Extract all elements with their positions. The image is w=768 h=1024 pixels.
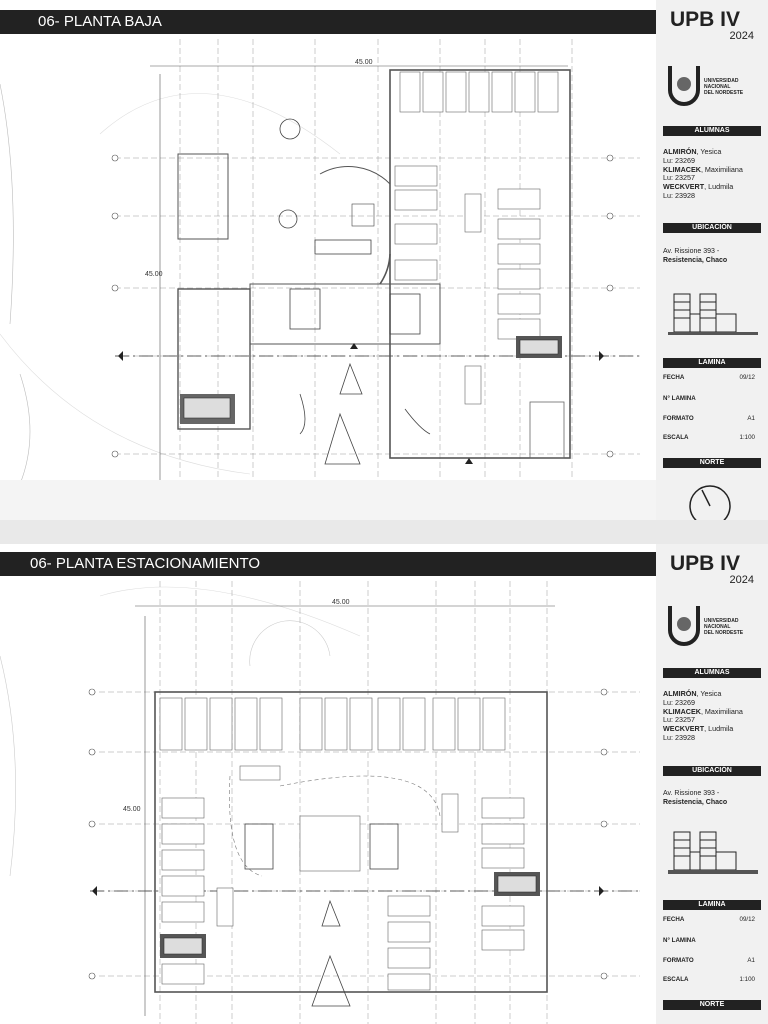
- sheet-title: 06- PLANTA BAJA: [0, 10, 656, 34]
- project-title: UPB IV: [670, 8, 741, 31]
- logo-text-line1: UNIVERSIDAD: [704, 618, 739, 624]
- address-line-2: Resistencia, Chaco: [663, 798, 728, 806]
- lamina-row: N° LAMINA: [663, 937, 696, 944]
- logo-text-line2: NACIONAL: [704, 624, 730, 630]
- students-list: ALMIRÓN, Yesica Lu: 23269 KLIMACEK, Maxi…: [663, 689, 743, 743]
- student-2-lu: Lu: 23257: [663, 715, 695, 725]
- sheet-planta-baja: 06- PLANTA BAJA 45.00 45: [0, 0, 768, 520]
- address: Av. Rissione 393 - Resistencia, Chaco: [663, 248, 727, 265]
- sheet-planta-estacionamiento: 06- PLANTA ESTACIONAMIENTO 45.00 45.00: [0, 544, 768, 1024]
- student-1: ALMIRÓN, Yesica: [663, 689, 722, 698]
- sheet-title: 06- PLANTA ESTACIONAMIENTO: [0, 552, 656, 576]
- floor-plan-drawing: 45.00 45.00: [0, 39, 656, 520]
- university-logo: UNIVERSIDAD NACIONAL DEL NORDESTE: [668, 606, 744, 646]
- section-header-sheet: LAMINA: [663, 900, 761, 910]
- dimension-top: 45.00: [332, 599, 350, 606]
- logo-text-line1: UNIVERSIDAD: [704, 78, 739, 84]
- section-header-sheet: LAMINA: [663, 358, 761, 368]
- building-sketch-icon: [668, 293, 758, 335]
- title-block-panel: UPB IV 2024 UNIVERSIDAD NACIONAL DEL NOR…: [656, 544, 768, 1024]
- student-3-lu: Lu: 23928: [663, 732, 695, 742]
- dimension-left: 45.00: [123, 806, 141, 813]
- logo-text-line2: NACIONAL: [704, 84, 730, 90]
- student-3-lu: Lu: 23928: [663, 190, 695, 200]
- university-logo: UNIVERSIDAD NACIONAL DEL NORDESTE: [668, 66, 744, 106]
- address-line-2: Resistencia, Chaco: [663, 256, 728, 264]
- section-header-students: ALUMNAS: [663, 126, 761, 136]
- student-1-lu: Lu: 23269: [663, 155, 695, 165]
- student-2: KLIMACEK, Maximiliana: [663, 706, 743, 716]
- section-header-students: ALUMNAS: [663, 668, 761, 678]
- title-block-panel: UPB IV 2024 UNIVERSIDAD NACIONAL DEL NOR…: [656, 0, 768, 520]
- student-2-lu: Lu: 23257: [663, 173, 695, 183]
- student-1-lu: Lu: 23269: [663, 697, 695, 707]
- project-year: 2024: [729, 574, 754, 586]
- logo-text-line3: DEL NORDESTE: [704, 90, 744, 96]
- building-sketch-icon: [668, 831, 758, 874]
- student-3: WECKVERT, Ludmila: [663, 724, 734, 734]
- dimension-left: 45.00: [145, 271, 163, 278]
- address-line-1: Av. Rissione 393 -: [663, 248, 720, 255]
- address-line-1: Av. Rissione 393 -: [663, 790, 720, 797]
- student-3: WECKVERT, Ludmila: [663, 182, 734, 192]
- dimension-top: 45.00: [355, 59, 373, 66]
- address: Av. Rissione 393 - Resistencia, Chaco: [663, 790, 727, 807]
- student-2: KLIMACEK, Maximiliana: [663, 164, 743, 174]
- section-header-north: NORTE: [663, 458, 761, 468]
- lamina-row: N° LAMINA: [663, 395, 696, 402]
- north-arrow-icon: [689, 485, 731, 520]
- logo-text-line3: DEL NORDESTE: [704, 630, 744, 636]
- project-title: UPB IV: [670, 552, 741, 575]
- floor-plan-drawing: 45.00 45.00: [0, 581, 640, 1024]
- students-list: ALMIRÓN, Yesica Lu: 23269 KLIMACEK, Maxi…: [663, 147, 743, 201]
- section-header-location: UBICACIÓN: [663, 766, 761, 776]
- student-1: ALMIRÓN, Yesica: [663, 147, 722, 156]
- project-year: 2024: [729, 30, 754, 42]
- section-header-north: NORTE: [663, 1000, 761, 1010]
- section-header-location: UBICACIÓN: [663, 223, 761, 233]
